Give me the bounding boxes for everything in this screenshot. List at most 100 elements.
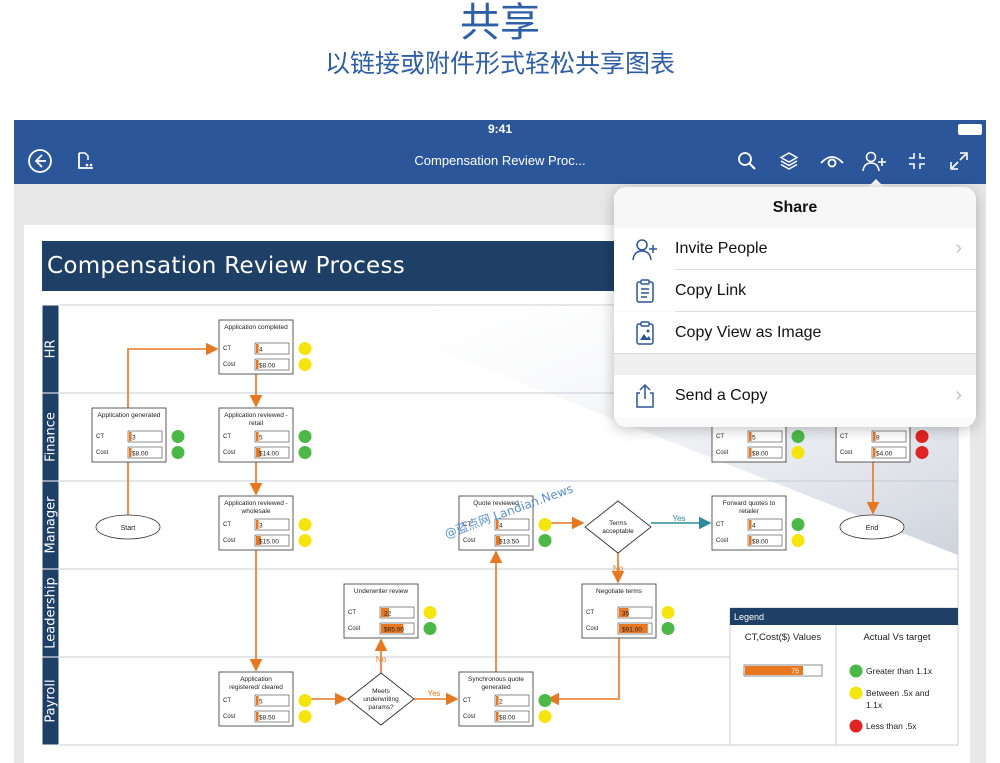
start-label: Start: [121, 525, 136, 532]
value-field: [254, 446, 290, 459]
no-label: No: [613, 564, 624, 573]
cost-value: $65.00: [384, 627, 404, 634]
ct-status-dot: [538, 518, 552, 531]
hero-subtitle: 以链接或附件形式轻松共享图表: [324, 49, 675, 78]
copy-view-as-image-item[interactable]: Copy View as Image: [614, 312, 976, 353]
share-button[interactable]: [861, 138, 889, 184]
cost-value: $8.00: [259, 363, 276, 370]
back-button[interactable]: [26, 138, 54, 184]
diagram-title-band: Compensation Review Process: [42, 241, 702, 291]
no-label: No: [376, 655, 387, 664]
ct-status-dot: [423, 606, 437, 619]
value-field: [254, 518, 290, 531]
legend-item-label: Greater than 1.1x: [866, 666, 933, 676]
cost-label: Cost: [223, 362, 236, 368]
ct-value: 35: [622, 611, 630, 618]
ct-value: 4: [752, 523, 756, 530]
ct-label: CT: [586, 610, 594, 616]
value-field: [494, 534, 530, 547]
lane-label: Manager: [44, 496, 59, 554]
ct-status-dot: [171, 430, 185, 443]
value-bar: [256, 696, 259, 705]
cost-status-dot: [171, 446, 185, 459]
legend-dot: [849, 719, 863, 733]
ct-label: CT: [223, 346, 231, 352]
value-bar: [256, 448, 261, 457]
value-bar: [256, 344, 259, 353]
popover-caret: [867, 179, 885, 188]
page-setup-button[interactable]: [72, 138, 98, 184]
value-bar: [256, 712, 259, 721]
chevron-right-icon: ›: [955, 384, 962, 406]
decision-label: Meets: [372, 688, 390, 695]
send-a-copy-item[interactable]: Send a Copy ›: [614, 375, 976, 417]
invite-people-item[interactable]: Invite People ›: [614, 228, 976, 269]
ct-status-dot: [538, 694, 552, 707]
ct-status-dot: [915, 430, 929, 443]
collapse-icon: [909, 153, 925, 169]
cost-status-dot: [661, 622, 675, 635]
step-title: Synchronous quote: [468, 676, 524, 683]
legend-title: Legend: [734, 612, 764, 622]
ct-status-dot: [298, 430, 312, 443]
search-button[interactable]: [734, 138, 760, 184]
flow-arrow: [546, 638, 620, 706]
cost-label: Cost: [223, 714, 236, 720]
value-bar: [749, 536, 752, 545]
status-bar: 9:41: [14, 120, 986, 138]
yes-label: Yes: [672, 514, 685, 523]
decision-label: underwriting: [363, 696, 399, 703]
value-bar: [619, 608, 629, 617]
cost-status-dot: [298, 710, 312, 723]
ct-value: 4: [499, 523, 503, 530]
ct-value: 2: [499, 699, 503, 706]
legend-dot: [849, 664, 863, 678]
ct-value: 5: [259, 699, 263, 706]
value-bar: [873, 448, 876, 457]
lane-label: HR: [44, 340, 59, 359]
layers-icon: [779, 152, 799, 170]
fullscreen-button[interactable]: [946, 138, 972, 184]
value-field: [254, 710, 290, 723]
value-bar: [129, 448, 132, 457]
diagram-title: Compensation Review Process: [47, 253, 406, 279]
value-bar: [256, 520, 259, 529]
step-title: wholesale: [241, 508, 271, 515]
copy-view-as-image-label: Copy View as Image: [675, 324, 822, 341]
step-title: Application completed: [224, 324, 288, 331]
view-button[interactable]: [817, 138, 847, 184]
ct-label: CT: [463, 522, 471, 528]
lane-label: Leadership: [44, 577, 59, 648]
cost-status-dot: [423, 622, 437, 635]
person-add-icon: [632, 239, 657, 261]
value-field: [379, 606, 415, 619]
step-title: Application generated: [98, 412, 161, 419]
value-bar: [496, 536, 501, 545]
chevron-right-icon: ›: [955, 237, 962, 259]
cost-value: $8.50: [259, 715, 276, 722]
collapse-button[interactable]: [904, 138, 930, 184]
ct-value: 3: [259, 523, 263, 530]
ct-value: 5: [259, 435, 263, 442]
cost-status-dot: [298, 358, 312, 371]
decision-label: Terms: [609, 520, 627, 527]
copy-link-label: Copy Link: [675, 282, 747, 299]
ct-label: CT: [463, 698, 471, 704]
step-title: Underwriter review: [354, 588, 408, 595]
step-title: generated: [481, 684, 511, 691]
decision-label: acceptable: [602, 528, 634, 535]
value-bar: [256, 432, 259, 441]
document-title: Compensation Review Proc...: [414, 153, 586, 168]
copy-link-item[interactable]: Copy Link: [614, 270, 976, 311]
legend-item-label: Between .5x and: [866, 688, 930, 698]
lane-label: Payroll: [44, 679, 59, 722]
status-time: 9:41: [487, 122, 513, 136]
end-node: [839, 514, 905, 540]
ct-label: CT: [96, 434, 104, 440]
value-field: [871, 430, 907, 443]
legend-sample-value: 75: [791, 669, 799, 676]
layers-button[interactable]: [776, 138, 802, 184]
cost-value: $4.00: [876, 451, 893, 458]
ct-value: 5: [752, 435, 756, 442]
